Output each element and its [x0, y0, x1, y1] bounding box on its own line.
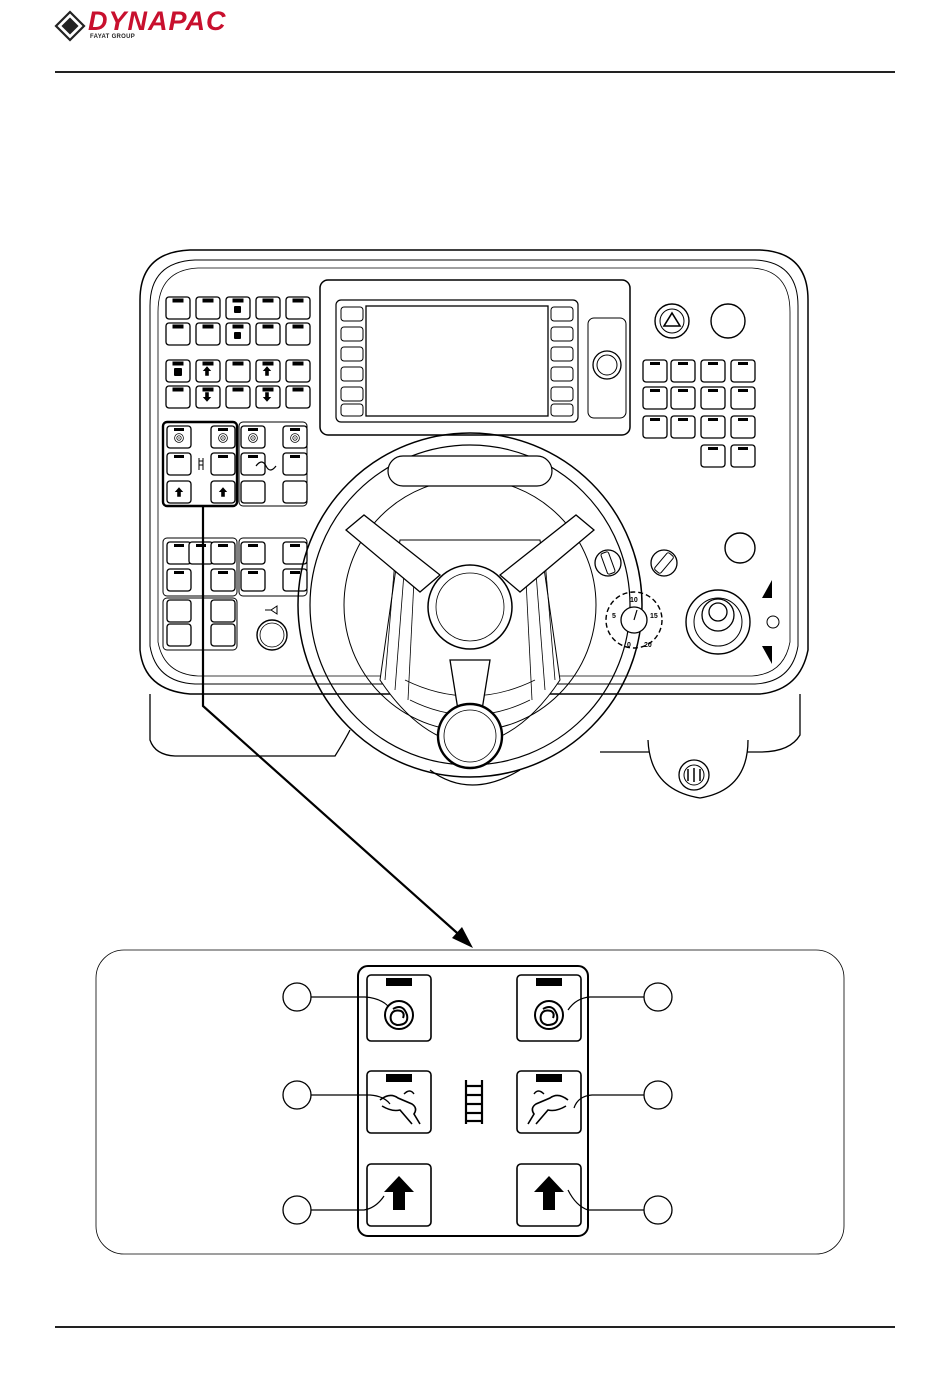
manual-vibration-right-icon	[517, 1071, 581, 1133]
auto-vibration-right-icon	[517, 975, 581, 1041]
dial-tick-5: 5	[612, 613, 616, 620]
dial-tick-20: 20	[644, 642, 652, 649]
dial-tick-15: 15	[650, 613, 658, 620]
power-socket-icon	[648, 740, 748, 798]
dial-tick-10: 10	[630, 597, 638, 604]
manual-vibration-left-icon	[367, 1071, 431, 1133]
arrow-up-left-icon	[367, 1164, 431, 1226]
display-screen-icon	[320, 280, 630, 435]
auto-vibration-left-icon	[367, 975, 431, 1041]
dial-tick-0: 0	[627, 642, 631, 649]
wheel-console-overview-icon: 0 5 10 15 20	[140, 250, 808, 948]
detail-panel	[96, 950, 844, 1254]
